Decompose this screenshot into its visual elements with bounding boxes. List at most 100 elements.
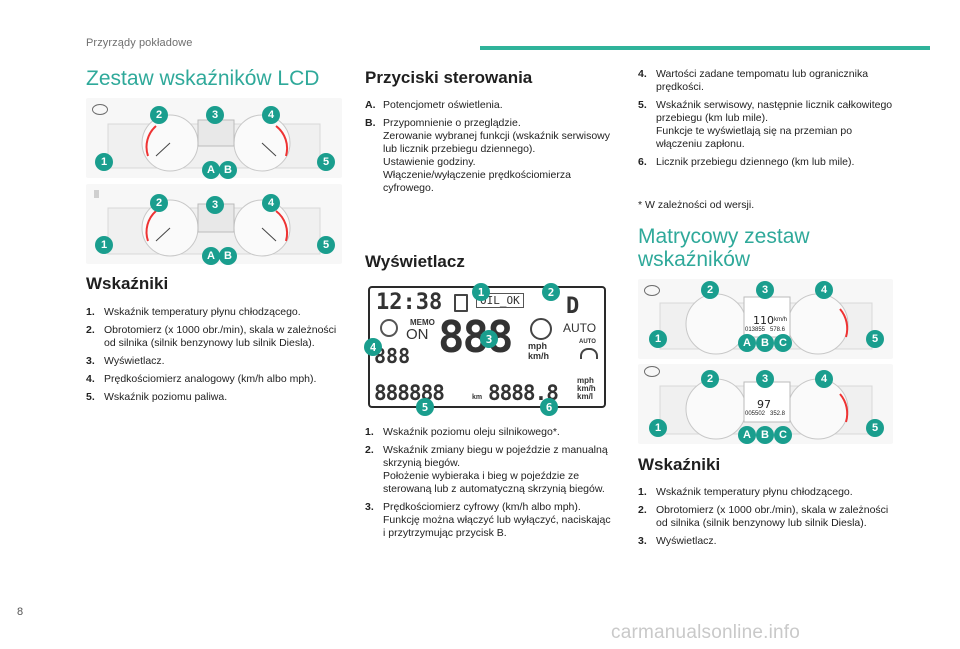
list-item: 1.Wskaźnik poziomu oleju silnikowego*. xyxy=(365,426,560,438)
matrix-indicators-heading: Wskaźniki xyxy=(638,455,721,474)
matrix-dials-1 xyxy=(659,293,873,355)
header-accent-bar xyxy=(480,46,930,50)
list-item: 4.Prędkościomierz analogowy (km/h albo m… xyxy=(86,373,317,385)
matrix-trip: 578.6 xyxy=(770,327,786,333)
badge-3: 3 xyxy=(756,370,774,388)
badge-A: A xyxy=(738,334,756,352)
matrix-speed-unit: km/h xyxy=(774,317,788,323)
badge-5: 5 xyxy=(866,419,884,437)
badge-4: 4 xyxy=(262,106,280,124)
steering-wheel-icon xyxy=(92,104,108,115)
badge-2: 2 xyxy=(150,106,168,124)
indicators-heading: Wskaźniki xyxy=(86,274,169,293)
footnote: * W zależności od wersji. xyxy=(638,199,755,211)
badge-1: 1 xyxy=(95,236,113,254)
fuel-pump-icon xyxy=(454,294,468,312)
page-number: 8 xyxy=(17,606,24,618)
list-item: 3.Prędkościomierz cyfrowy (km/h albo mph… xyxy=(365,501,611,539)
badge-3: 3 xyxy=(756,281,774,299)
badge-3: 3 xyxy=(206,106,224,124)
display-list: 1.Wskaźnik poziomu oleju silnikowego*. 2… xyxy=(365,426,613,545)
lcd-km-label: km xyxy=(472,394,483,401)
lcd-on: ON xyxy=(406,326,429,343)
display-list-continued: 4.Wartości zadane tempomatu lub ogranicz… xyxy=(638,68,893,174)
section-label: Przyrządy pokładowe xyxy=(86,37,193,49)
matrix-odometer: 005502 xyxy=(745,411,766,417)
badge-C: C xyxy=(774,334,792,352)
badge-3: 3 xyxy=(206,196,224,214)
badge-2: 2 xyxy=(150,194,168,212)
badge-6: 6 xyxy=(540,398,558,416)
badge-A: A xyxy=(738,426,756,444)
matrix-cluster-image-2: 97 005502 352.8 1 2 3 4 5 A B C xyxy=(638,364,893,444)
list-item: A.Potencjometr oświetlenia. xyxy=(365,99,503,111)
badge-4: 4 xyxy=(364,338,382,356)
badge-4: 4 xyxy=(262,194,280,212)
steering-wheel-icon xyxy=(644,285,660,296)
list-item: 2.Obrotomierz (x 1000 obr./min), skala w… xyxy=(638,504,889,529)
lcd-clock: 12:38 xyxy=(376,290,443,315)
matrix-cluster-title: Matrycowy zestaw wskaźników xyxy=(638,225,810,271)
badge-1: 1 xyxy=(649,419,667,437)
bulb-icon xyxy=(94,190,99,198)
wiper-icon xyxy=(580,348,598,359)
badge-2: 2 xyxy=(701,281,719,299)
list-item: 6.Licznik przebiegu dziennego (km lub mi… xyxy=(638,156,855,168)
steering-wheel-icon xyxy=(644,366,660,377)
badge-5: 5 xyxy=(317,236,335,254)
list-item: B.Przypomnienie o przeglądzie. Zerowanie… xyxy=(365,117,610,194)
controls-list: A.Potencjometr oświetlenia. B.Przypomnie… xyxy=(365,99,610,200)
badge-4: 4 xyxy=(815,370,833,388)
lcd-memo: MEMO xyxy=(410,318,435,327)
lcd-cluster-image-2: 1 2 3 4 5 A B xyxy=(86,184,342,265)
matrix-dials-2 xyxy=(659,378,873,440)
list-item: 4.Wartości zadane tempomatu lub ogranicz… xyxy=(638,68,869,93)
display-heading: Wyświetlacz xyxy=(365,252,465,271)
lcd-gear-indicator: D xyxy=(566,294,580,319)
badge-5: 5 xyxy=(317,153,335,171)
matrix-cluster-image-1: 110 km/h 013855 578.6 1 2 3 4 5 A B C xyxy=(638,279,893,359)
service-wrench-icon xyxy=(530,318,552,340)
lcd-cluster-image-1: 1 2 3 4 5 A B xyxy=(86,98,342,179)
watermark: carmanualsonline.info xyxy=(611,622,801,643)
cruise-icon xyxy=(380,319,398,337)
matrix-speed: 110 xyxy=(753,314,774,327)
list-item: 2.Wskaźnik zmiany biegu w pojeździe z ma… xyxy=(365,444,608,495)
lcd-auto-small: AUTO xyxy=(579,339,596,345)
badge-B: B xyxy=(756,334,774,352)
badge-1: 1 xyxy=(649,330,667,348)
list-item: 1.Wskaźnik temperatury płynu chłodzącego… xyxy=(638,486,853,498)
list-item: 1.Wskaźnik temperatury płynu chłodzącego… xyxy=(86,306,301,318)
lcd-speed: 888 xyxy=(438,312,513,363)
list-item: 3.Wyświetlacz. xyxy=(638,535,717,547)
badge-1: 1 xyxy=(95,153,113,171)
badge-B: B xyxy=(219,247,237,265)
badge-A: A xyxy=(202,161,220,179)
lcd-trip-units: mph km/h km/l xyxy=(577,376,596,401)
badge-1: 1 xyxy=(472,283,490,301)
badge-5: 5 xyxy=(416,398,434,416)
list-item: 3.Wyświetlacz. xyxy=(86,355,165,367)
matrix-trip: 352.8 xyxy=(770,411,786,417)
badge-3: 3 xyxy=(480,330,498,348)
badge-4: 4 xyxy=(815,281,833,299)
badge-B: B xyxy=(219,161,237,179)
badge-B: B xyxy=(756,426,774,444)
indicators-list: 1.Wskaźnik temperatury płynu chłodzącego… xyxy=(86,306,342,409)
badge-2: 2 xyxy=(542,283,560,301)
controls-heading: Przyciski sterowania xyxy=(365,68,533,87)
lcd-auto-label: AUTO xyxy=(563,321,597,335)
badge-2: 2 xyxy=(701,370,719,388)
badge-5: 5 xyxy=(866,330,884,348)
badge-A: A xyxy=(202,247,220,265)
matrix-indicators-list: 1.Wskaźnik temperatury płynu chłodzącego… xyxy=(638,486,893,553)
cluster-dials-1 xyxy=(107,114,321,172)
list-item: 5.Wskaźnik serwisowy, następnie licznik … xyxy=(638,99,893,150)
lcd-speed-units: mph km/h xyxy=(528,341,550,361)
lcd-odometer: 888888 xyxy=(374,381,445,405)
lcd-cluster-title: Zestaw wskaźników LCD xyxy=(86,67,320,90)
lcd-display-diagram: 12:38 OIL_OK D AUTO MEMO ON 888 888 mph … xyxy=(364,283,606,416)
list-item: 2.Obrotomierz (x 1000 obr./min), skala w… xyxy=(86,324,337,349)
list-item: 5.Wskaźnik poziomu paliwa. xyxy=(86,391,228,403)
lcd-oil-status: OIL_OK xyxy=(476,293,524,308)
